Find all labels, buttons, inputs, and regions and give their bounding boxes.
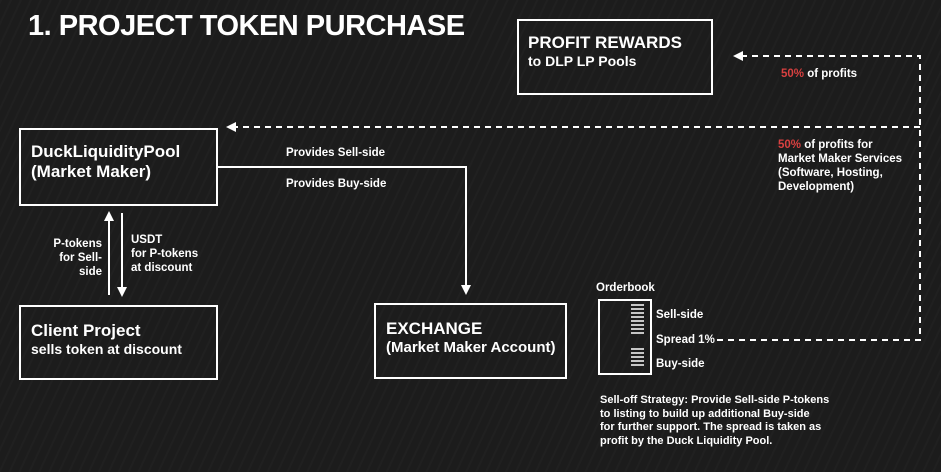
- duck-pool-role: (Market Maker): [31, 162, 151, 181]
- profits-mid-text: of profits for: [801, 139, 873, 151]
- orderbook-spread: Spread 1%: [656, 334, 715, 346]
- profits-mid-line3: (Software, Hosting,: [778, 167, 883, 179]
- client-project-title: Client Project: [31, 321, 141, 340]
- profits-mid-line2: Market Maker Services: [778, 153, 903, 165]
- profits-top-text: of profits: [804, 68, 858, 80]
- strategy-text: Sell-off Strategy: Provide Sell-side P-t…: [600, 394, 829, 448]
- strategy-line1: Sell-off Strategy: Provide Sell-side P-t…: [600, 394, 830, 406]
- client-project-box: Client Project sells token at discount: [19, 305, 218, 380]
- profit-rewards-title: PROFIT REWARDS: [528, 33, 682, 52]
- usdt-label: USDT for P-tokens at discount: [131, 233, 198, 275]
- profits-mid-pct: 50%: [778, 139, 802, 151]
- orderbook-title: Orderbook: [596, 282, 655, 294]
- duck-pool-name: DuckLiquidityPool: [31, 142, 181, 161]
- profit-rewards-box: PROFIT REWARDS to DLP LP Pools: [517, 19, 713, 95]
- orderbook-sell-side: Sell-side: [656, 309, 704, 321]
- usdt-label-line1: USDT: [131, 234, 163, 246]
- profit-dashed-line: [717, 51, 921, 341]
- usdt-label-line3: at discount: [131, 262, 193, 274]
- sell-side-label: Provides Sell-side: [286, 147, 386, 159]
- exchange-subtitle: (Market Maker Account): [386, 339, 556, 356]
- profit-rewards-subtitle: to DLP LP Pools: [528, 53, 637, 69]
- duck-liquidity-pool-box: DuckLiquidityPool (Market Maker): [19, 128, 218, 206]
- client-project-subtitle: sells token at discount: [31, 341, 182, 357]
- ptokens-label-line1: P-tokens: [53, 238, 102, 250]
- ptokens-label: P-tokens for Sell-side: [40, 237, 102, 279]
- sell-buy-line: [218, 166, 471, 295]
- profits-mid-line4: Development): [778, 181, 855, 193]
- profits-top-pct: 50%: [781, 68, 805, 80]
- profits-mid-label: 50% of profits for Market Maker Services…: [778, 138, 902, 194]
- profits-top-label: 50% of profits: [779, 67, 860, 81]
- orderbook-buy-side: Buy-side: [656, 358, 705, 370]
- ptokens-label-line2: for Sell-side: [59, 252, 102, 278]
- strategy-line2: to listing to build up additional Buy-si…: [600, 407, 810, 420]
- orderbook-icon: [598, 299, 652, 375]
- exchange-box: EXCHANGE (Market Maker Account): [374, 303, 567, 379]
- page-title: 1. PROJECT TOKEN PURCHASE: [28, 10, 465, 42]
- strategy-line4: profit by the Duck Liquidity Pool.: [600, 434, 773, 447]
- exchange-title: EXCHANGE: [386, 319, 483, 338]
- strategy-line3: for further support. The spread is taken…: [600, 421, 822, 433]
- buy-side-label: Provides Buy-side: [286, 178, 387, 190]
- usdt-label-line2: for P-tokens: [131, 248, 199, 260]
